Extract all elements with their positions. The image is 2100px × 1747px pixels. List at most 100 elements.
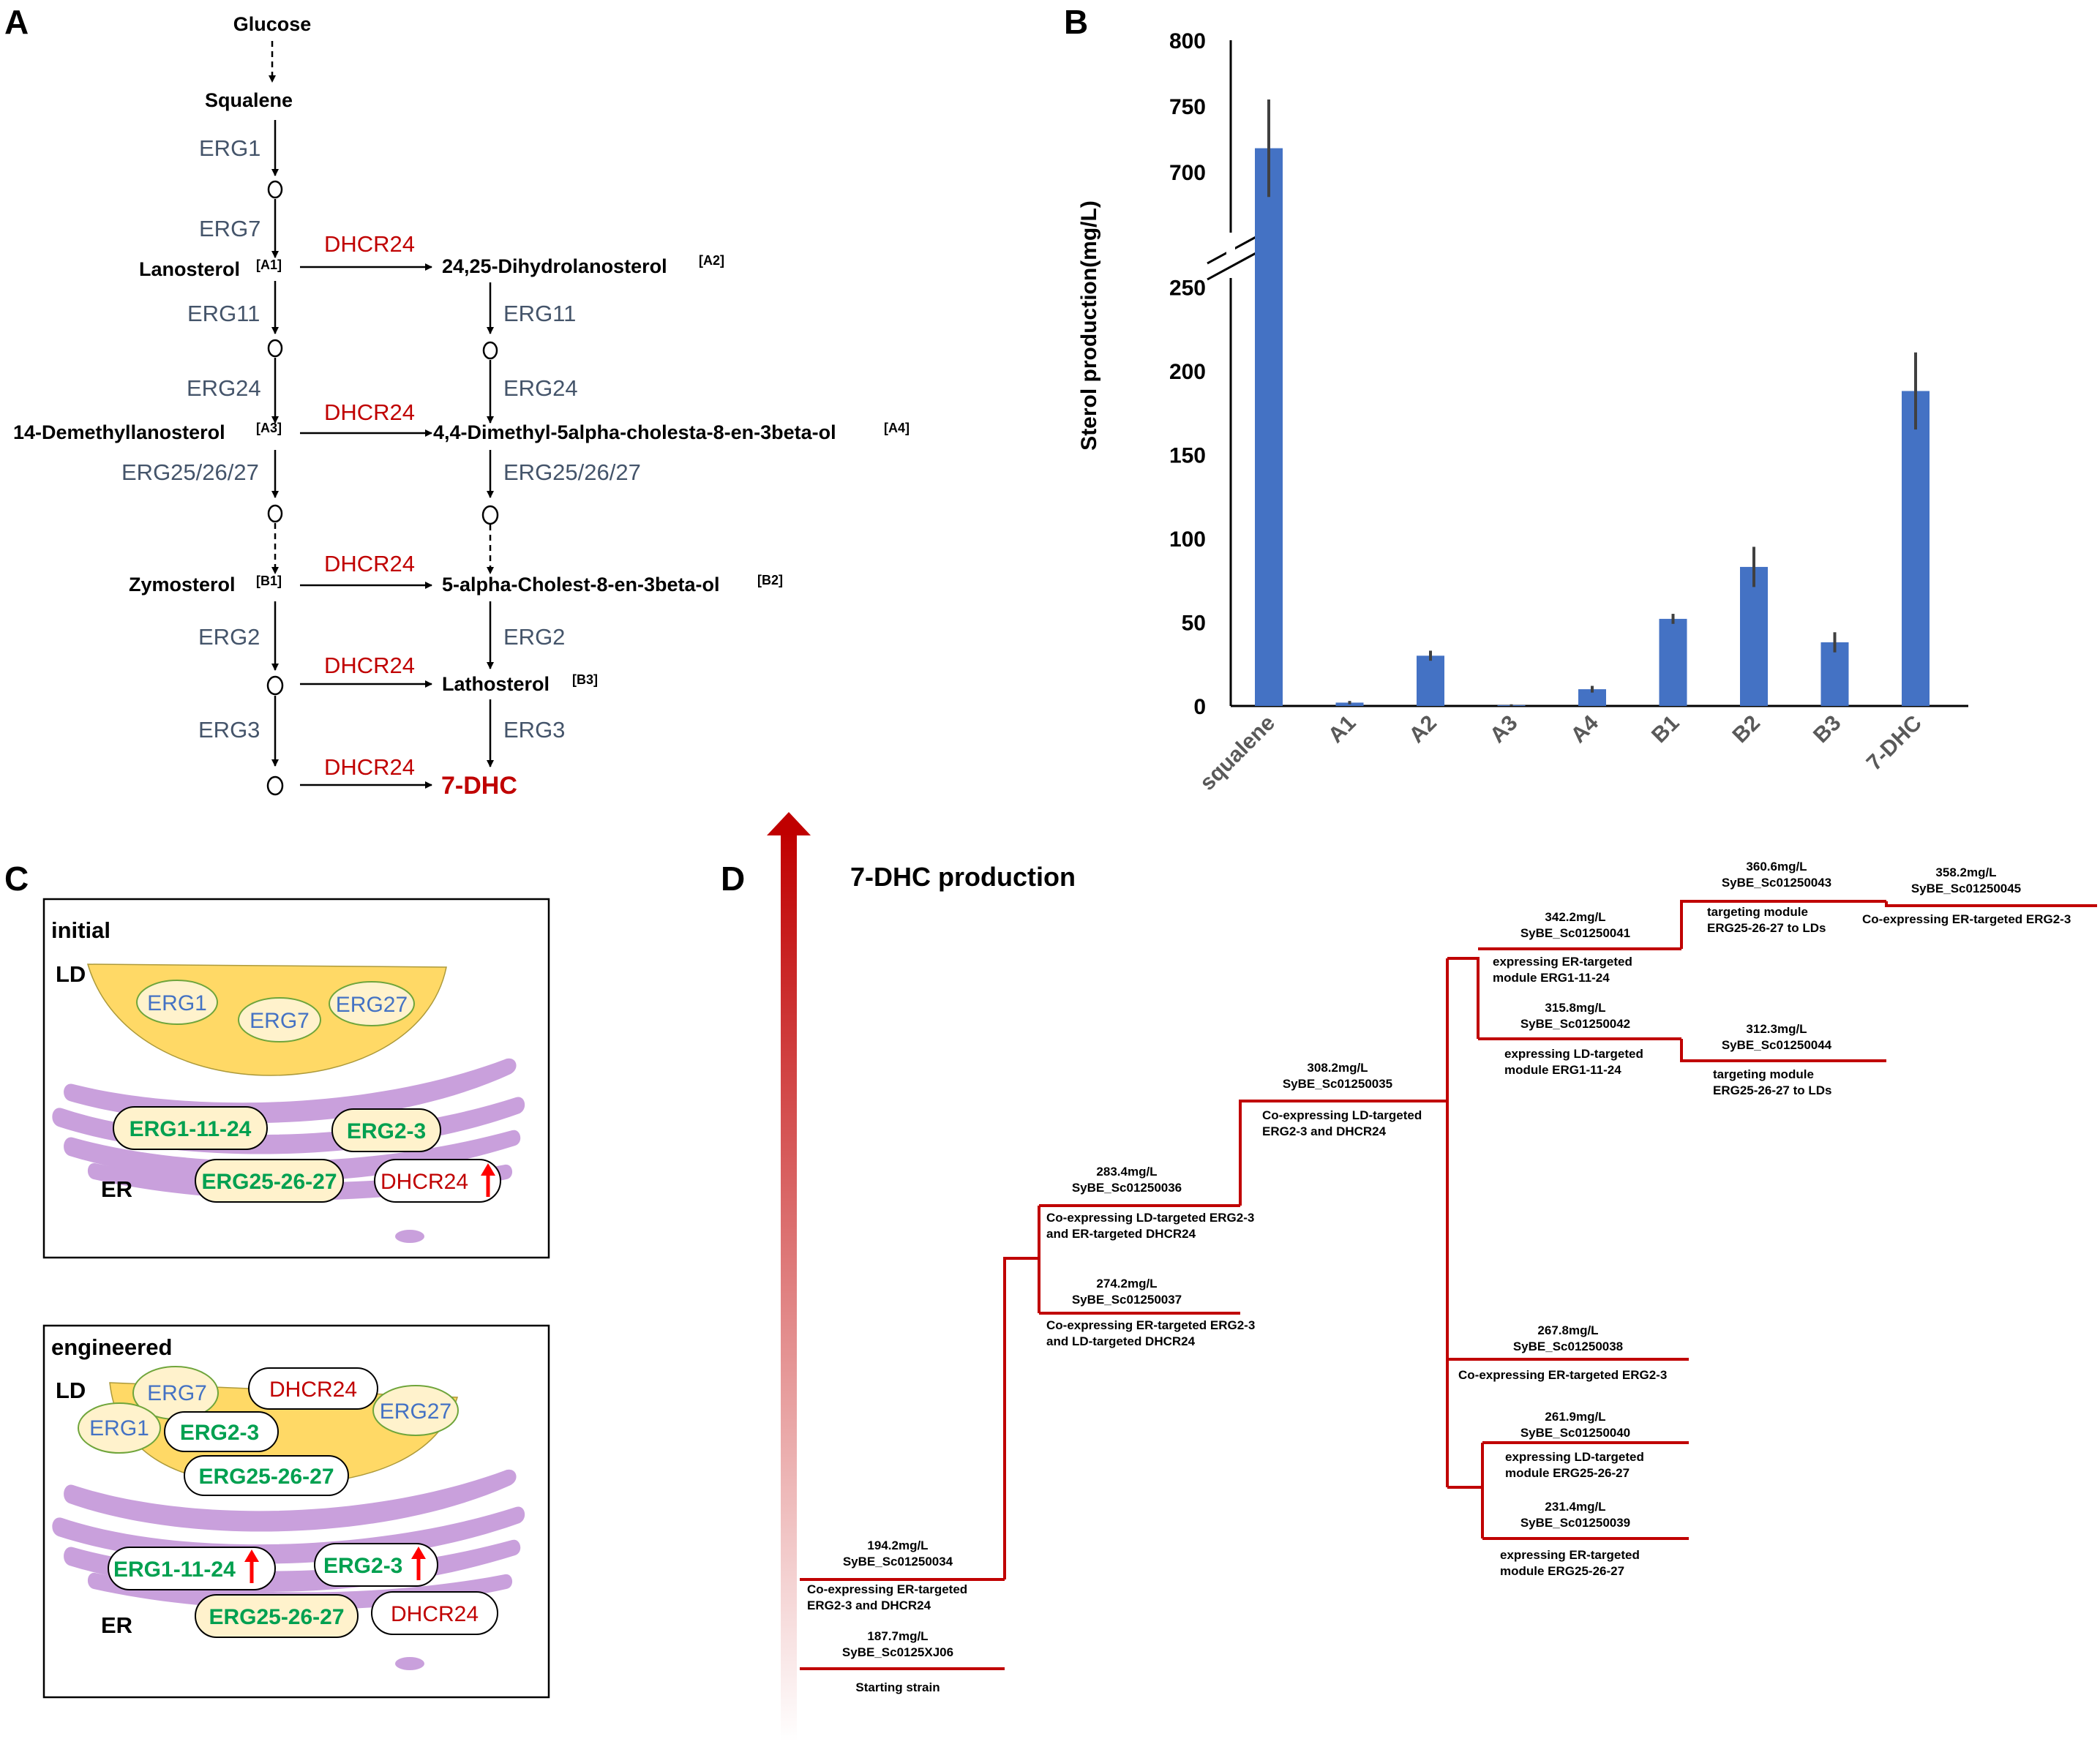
intermediate-circle: [267, 339, 283, 358]
erg24-label-left: ERG24: [187, 375, 261, 401]
strain-desc: ERG2-3 and DHCR24: [1262, 1124, 1387, 1138]
tag-b2: [B2]: [757, 573, 783, 587]
y-tick-label: 100: [1169, 527, 1206, 552]
x-tick-label: A2: [1404, 711, 1441, 748]
chart-bars: [1255, 99, 1930, 707]
erg7-label: ERG7: [199, 216, 260, 241]
strain-0039: 231.4mg/L SyBE_Sc01250039 expressing ER-…: [1500, 1500, 1640, 1578]
panel-c-label: C: [4, 860, 29, 898]
strain-start: 187.7mg/L SyBE_Sc0125XJ06 Starting strai…: [842, 1629, 953, 1694]
engineered-ld-erg25-26-27-module: [184, 1455, 349, 1496]
strain-0036: 283.4mg/L SyBE_Sc01250036 Co-expressing …: [1046, 1165, 1254, 1241]
production-gradient-arrow: [767, 812, 811, 1741]
tag-a2: [A2]: [699, 253, 724, 268]
strain-desc: module ERG1-11-24: [1493, 971, 1610, 985]
engineered-ld-dhcr24-label: DHCR24: [269, 1378, 357, 1402]
up-arrow-icon: [481, 1163, 495, 1197]
strain-value: 231.4mg/L: [1545, 1500, 1605, 1514]
strain-value: 360.6mg/L: [1746, 860, 1807, 874]
strain-value: 342.2mg/L: [1545, 910, 1605, 924]
engineered-title: engineered: [51, 1334, 172, 1360]
strain-0035: 308.2mg/L SyBE_Sc01250035 Co-expressing …: [1262, 1061, 1422, 1138]
erg2-label-left: ERG2: [198, 624, 260, 650]
erg24-label-right: ERG24: [503, 375, 578, 401]
strain-0044: 312.3mg/L SyBE_Sc01250044 targeting modu…: [1713, 1022, 1832, 1097]
erg11-label-left: ERG11: [187, 301, 260, 326]
engineered-ld-dhcr24-module: [248, 1367, 378, 1410]
strain-value: 194.2mg/L: [867, 1539, 928, 1552]
strain-desc: expressing LD-targeted: [1505, 1450, 1644, 1464]
engineered-erg7-label: ERG7: [147, 1381, 207, 1405]
panel-a: A Glucose Squalene ERG1 ERG7 Lanosterol …: [4, 3, 910, 800]
engineered-erg27-protein: [372, 1385, 459, 1436]
y-tick-label: 700: [1169, 161, 1206, 185]
strain-desc: and LD-targeted DHCR24: [1046, 1334, 1196, 1348]
strain-desc: ERG2-3 and DHCR24: [807, 1598, 931, 1612]
initial-erg7-label: ERG7: [250, 1009, 310, 1033]
strain-name: SyBE_Sc01250045: [1911, 882, 2021, 895]
initial-title: initial: [51, 917, 110, 943]
erg25-label-left: ERG25/26/27: [121, 459, 259, 485]
panel-d-title: 7-DHC production: [850, 862, 1076, 892]
dimethylcholesta-label: 4,4-Dimethyl-5alpha-cholesta-8-en-3beta-…: [433, 421, 836, 443]
strain-name: SyBE_Sc01250035: [1283, 1077, 1392, 1091]
initial-erg1-label: ERG1: [147, 991, 207, 1015]
y-tick-label: 750: [1169, 95, 1206, 119]
erg11-label-right: ERG11: [503, 301, 576, 326]
engineered-erg27-label: ERG27: [380, 1400, 451, 1424]
strain-name: SyBE_Sc01250036: [1072, 1181, 1182, 1195]
strain-desc: ERG25-26-27 to LDs: [1713, 1083, 1832, 1097]
y-axis-label: Sterol production(mg/L): [1077, 200, 1101, 451]
axis-break-mark: [1207, 250, 1259, 281]
strain-0041: 342.2mg/L SyBE_Sc01250041 expressing ER-…: [1493, 910, 1632, 985]
engineered-erg1-label: ERG1: [89, 1416, 149, 1440]
x-tick-label: B1: [1647, 711, 1684, 748]
engineered-er-erg25-26-27-label: ERG25-26-27: [209, 1605, 344, 1629]
bar: [1820, 642, 1849, 706]
x-tick-label: A1: [1324, 711, 1360, 748]
strain-0042: 315.8mg/L SyBE_Sc01250042 expressing LD-…: [1504, 1001, 1643, 1077]
initial-erg1-protein: [136, 980, 218, 1025]
engineered-ld-erg2-3-module: [164, 1411, 279, 1452]
strain-name: SyBE_Sc01250037: [1072, 1293, 1182, 1307]
dhcr24-label-1: DHCR24: [324, 231, 415, 257]
panel-a-label: A: [4, 3, 29, 41]
branch-0043: [1680, 900, 1886, 949]
strain-0045: 358.2mg/L SyBE_Sc01250045 Co-expressing …: [1862, 865, 2071, 926]
engineered-er-erg2-3-label: ERG2-3: [323, 1554, 402, 1578]
initial-er-label: ER: [101, 1176, 132, 1202]
strain-desc: module ERG25-26-27: [1500, 1564, 1624, 1578]
strain-desc: Co-expressing ER-targeted ERG2-3: [1862, 912, 2071, 926]
strain-name: SyBE_Sc01250042: [1520, 1017, 1630, 1031]
dhcr24-label-3: DHCR24: [324, 551, 415, 576]
strain-name: SyBE_Sc01250034: [843, 1555, 953, 1568]
engineered-er-dhcr24-label: DHCR24: [391, 1602, 479, 1626]
bar: [1417, 655, 1444, 706]
strain-desc: module ERG25-26-27: [1505, 1466, 1630, 1480]
initial-erg2-3-module: [331, 1108, 441, 1152]
dhcr24-label-5: DHCR24: [324, 754, 415, 780]
initial-dhcr24-module: [374, 1159, 501, 1203]
zymosterol-label: Zymosterol: [129, 574, 236, 596]
intermediate-circle: [481, 505, 499, 525]
erg3-label-left: ERG3: [198, 717, 260, 743]
panel-c: C initial LD ERG1 ERG7 ERG27 ER ERG1-11-…: [4, 860, 550, 1699]
erg1-label: ERG1: [199, 135, 260, 161]
strain-name: SyBE_Sc01250041: [1520, 926, 1630, 940]
x-tick-label: 7-DHC: [1862, 711, 1927, 775]
bar: [1578, 689, 1606, 706]
y-tick-label: 800: [1169, 29, 1206, 53]
strain-value: 261.9mg/L: [1545, 1410, 1605, 1424]
strain-desc: Co-expressing ER-targeted: [807, 1582, 967, 1596]
strain-desc: Co-expressing ER-targeted ERG2-3: [1046, 1318, 1255, 1332]
engineered-ld-label: LD: [56, 1378, 86, 1403]
lathosterol-label: Lathosterol: [442, 673, 550, 695]
strain-name: SyBE_Sc01250043: [1722, 876, 1831, 890]
bar: [1740, 566, 1768, 706]
up-arrow-icon: [244, 1549, 259, 1583]
bar: [1902, 391, 1930, 706]
strain-value: 312.3mg/L: [1746, 1022, 1807, 1036]
